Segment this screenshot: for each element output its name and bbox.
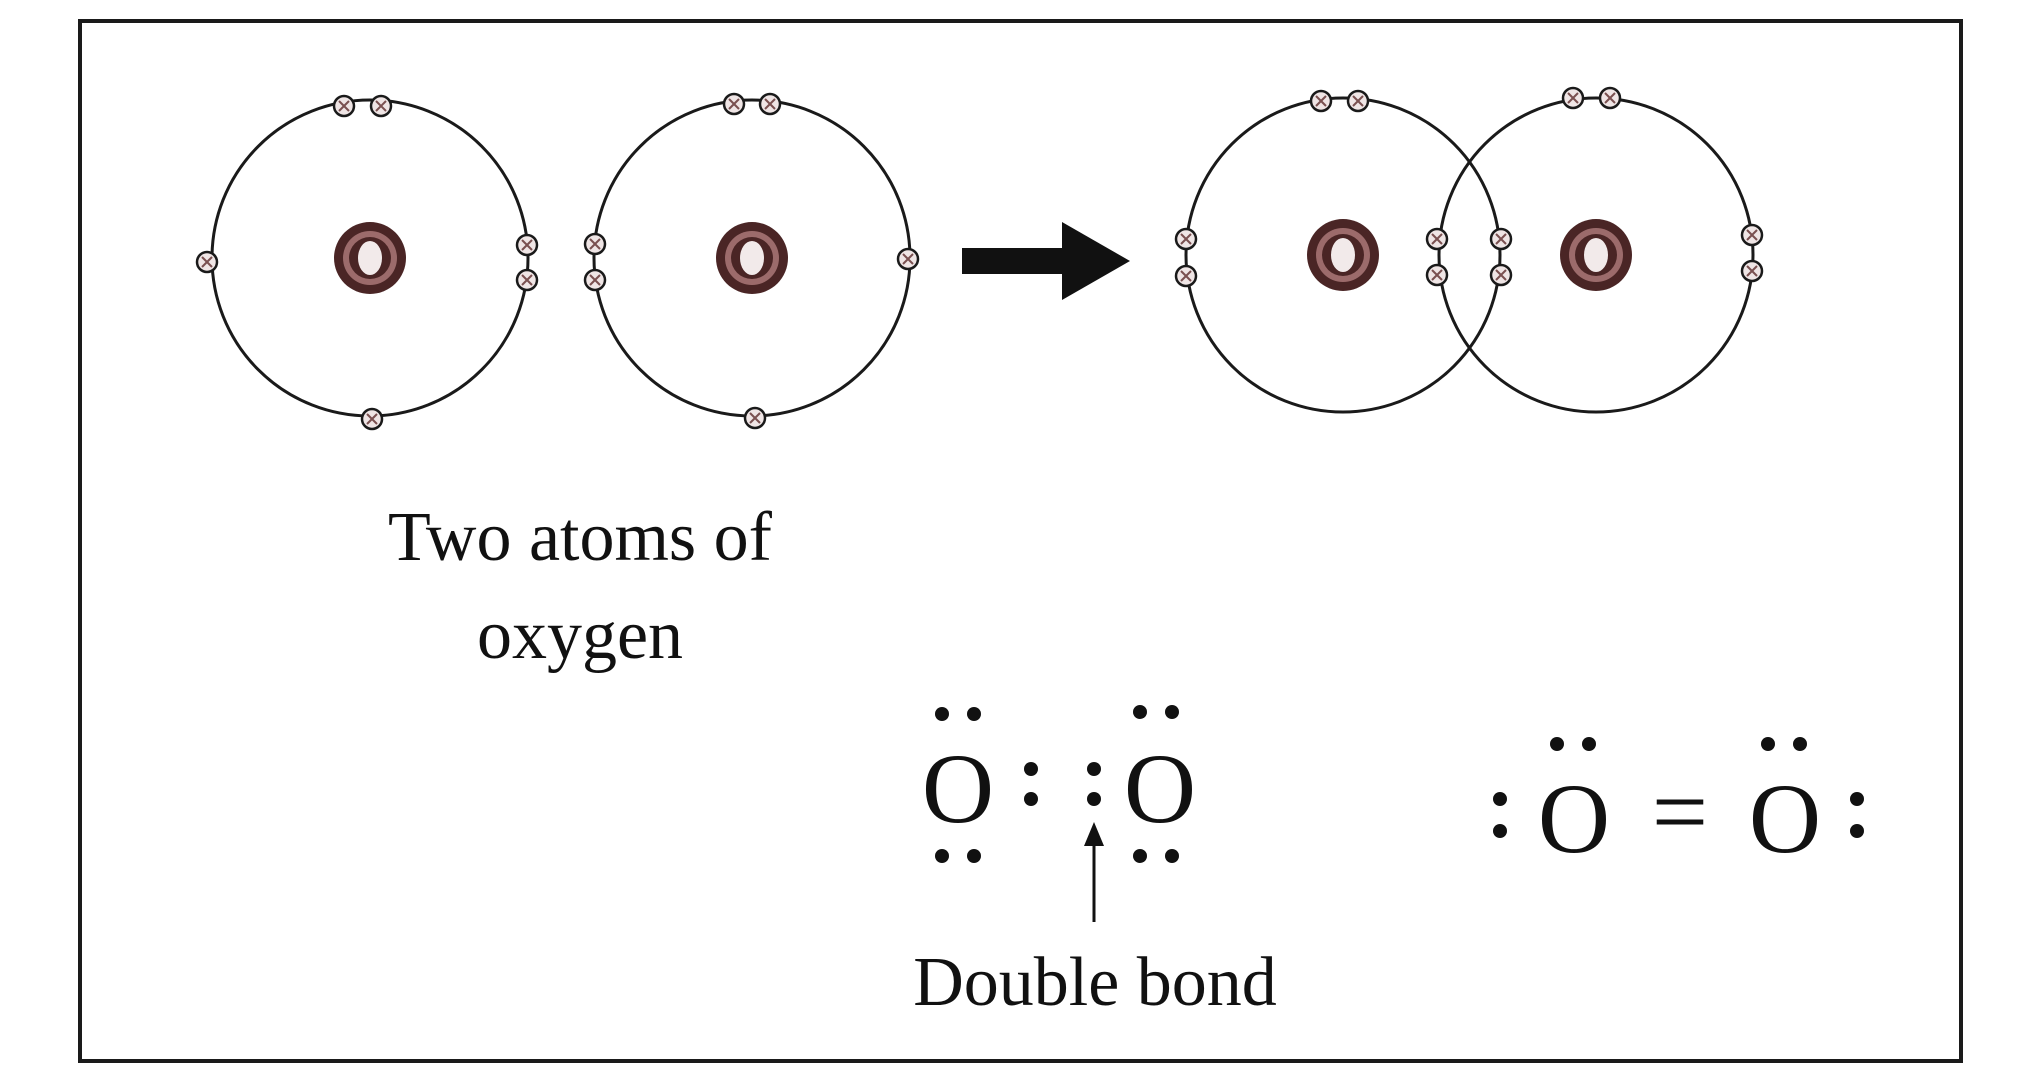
electron-dot xyxy=(1582,737,1596,751)
electron-dot xyxy=(1850,824,1864,838)
electron-shell xyxy=(1437,96,1755,414)
separate-oxygen-atoms xyxy=(195,92,920,431)
oxygen-molecule xyxy=(1174,86,1764,414)
electron-dot xyxy=(1550,737,1564,751)
electron-dot xyxy=(935,707,949,721)
electron xyxy=(1174,264,1198,288)
atoms-caption-line2: oxygen xyxy=(477,597,683,674)
electron-dot xyxy=(1761,737,1775,751)
electron-dot xyxy=(1850,792,1864,806)
electron-mark xyxy=(1352,95,1364,107)
electron xyxy=(1346,89,1370,113)
nucleus-icon xyxy=(1307,219,1379,291)
lewis-structure-double-bond: O = O xyxy=(1493,737,1864,874)
reaction-arrow-icon xyxy=(962,222,1130,300)
electron-mark xyxy=(1315,95,1327,107)
electron-dot xyxy=(1133,849,1147,863)
oxygen-atom-1 xyxy=(195,94,539,431)
electron-mark xyxy=(201,256,213,268)
electron xyxy=(583,268,607,292)
nucleus-icon xyxy=(334,222,406,294)
electron-dot xyxy=(1793,737,1807,751)
shared-electron-dot xyxy=(1024,762,1038,776)
electron xyxy=(1561,86,1585,110)
electron-mark xyxy=(1746,265,1758,277)
nucleus-core xyxy=(358,241,382,275)
nucleus-core xyxy=(1584,238,1608,272)
bond-sign: = xyxy=(1652,756,1708,867)
shared-electron xyxy=(1425,263,1449,287)
shared-electron xyxy=(1489,263,1513,287)
electron xyxy=(1740,259,1764,283)
electron-mark xyxy=(1180,233,1192,245)
electron-dot xyxy=(935,849,949,863)
electron xyxy=(1598,86,1622,110)
electron xyxy=(1740,223,1764,247)
electron-mark xyxy=(521,239,533,251)
electron-mark xyxy=(589,238,601,250)
electron-mark xyxy=(338,100,350,112)
oxygen-atom-2 xyxy=(583,92,920,430)
electron xyxy=(722,92,746,116)
nucleus-icon xyxy=(716,222,788,294)
electron-mark xyxy=(902,253,914,265)
electron-mark xyxy=(521,274,533,286)
electron-mark xyxy=(1495,269,1507,281)
double-bond-pointer-icon xyxy=(1084,822,1104,922)
electron xyxy=(1174,227,1198,251)
electron xyxy=(369,94,393,118)
double-bond-caption: Double bond xyxy=(913,944,1277,1021)
electron xyxy=(360,407,384,431)
electron-mark xyxy=(1431,233,1443,245)
electron-mark xyxy=(764,98,776,110)
shared-electron xyxy=(1425,227,1449,251)
electron xyxy=(1309,89,1333,113)
electron xyxy=(758,92,782,116)
electron-shell xyxy=(1184,96,1502,414)
electron xyxy=(743,406,767,430)
shared-electron-dot xyxy=(1024,792,1038,806)
electron-mark xyxy=(1567,92,1579,104)
nucleus-core xyxy=(740,241,764,275)
electron xyxy=(332,94,356,118)
electron-dot xyxy=(1493,792,1507,806)
electron-mark xyxy=(589,274,601,286)
electron-mark xyxy=(366,413,378,425)
electron-mark xyxy=(1746,229,1758,241)
nucleus-core xyxy=(1331,238,1355,272)
electron-dot xyxy=(1133,705,1147,719)
electron-mark xyxy=(1180,270,1192,282)
oxygen-symbol-left: O xyxy=(922,733,994,844)
electron xyxy=(195,250,219,274)
electron-dot xyxy=(1165,705,1179,719)
electron-dot xyxy=(967,849,981,863)
oxygen-symbol-right: O xyxy=(1749,763,1821,874)
nucleus-icon xyxy=(1560,219,1632,291)
electron-mark xyxy=(728,98,740,110)
electron-mark xyxy=(749,412,761,424)
electron-dot xyxy=(1493,824,1507,838)
electron xyxy=(896,247,920,271)
electron-mark xyxy=(1604,92,1616,104)
electron xyxy=(515,233,539,257)
electron-mark xyxy=(1495,233,1507,245)
oxygen-symbol-right: O xyxy=(1124,733,1196,844)
oxygen-symbol-left: O xyxy=(1538,763,1610,874)
shared-electron-dot xyxy=(1087,762,1101,776)
diagram-frame xyxy=(78,19,1963,1063)
electron-dot xyxy=(1165,849,1179,863)
electron xyxy=(583,232,607,256)
lewis-structure-shared-pairs: O O xyxy=(922,705,1196,922)
electron-dot xyxy=(967,707,981,721)
electron xyxy=(515,268,539,292)
shared-electron xyxy=(1489,227,1513,251)
atoms-caption-line1: Two atoms of xyxy=(388,499,773,576)
electron-mark xyxy=(375,100,387,112)
electron-mark xyxy=(1431,269,1443,281)
shared-electron-dot xyxy=(1087,792,1101,806)
